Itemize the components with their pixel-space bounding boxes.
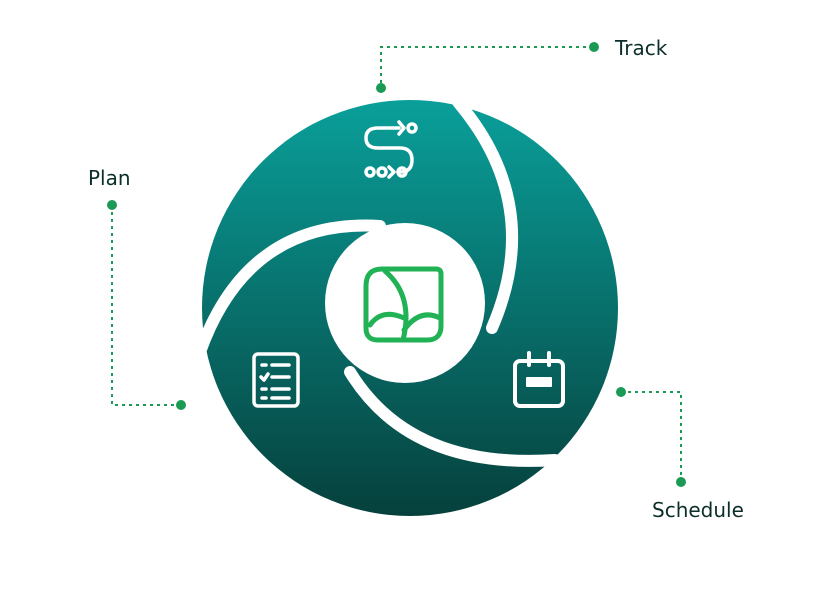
- connector-plan: [111, 205, 180, 406]
- stage-label-plan: Plan: [88, 166, 131, 190]
- swirl-gap-bottom: [344, 366, 561, 467]
- connector-dot: [107, 200, 117, 210]
- connector-schedule: [621, 391, 682, 482]
- swirl-gap-left: [194, 219, 386, 358]
- stage-label-track: Track: [615, 36, 668, 60]
- connector-dot: [589, 42, 599, 52]
- route-icon: [364, 120, 418, 179]
- checklist-icon: [252, 352, 300, 408]
- connector-dot: [616, 387, 626, 397]
- connector-dot: [676, 477, 686, 487]
- connector-dot: [376, 83, 386, 93]
- connector-dot: [176, 400, 186, 410]
- stage-label-schedule: Schedule: [652, 498, 744, 522]
- leaf-logo-icon: [363, 266, 444, 343]
- connector-track: [380, 46, 593, 86]
- calendar-icon: [513, 351, 565, 408]
- swirl-gap-top: [452, 96, 519, 334]
